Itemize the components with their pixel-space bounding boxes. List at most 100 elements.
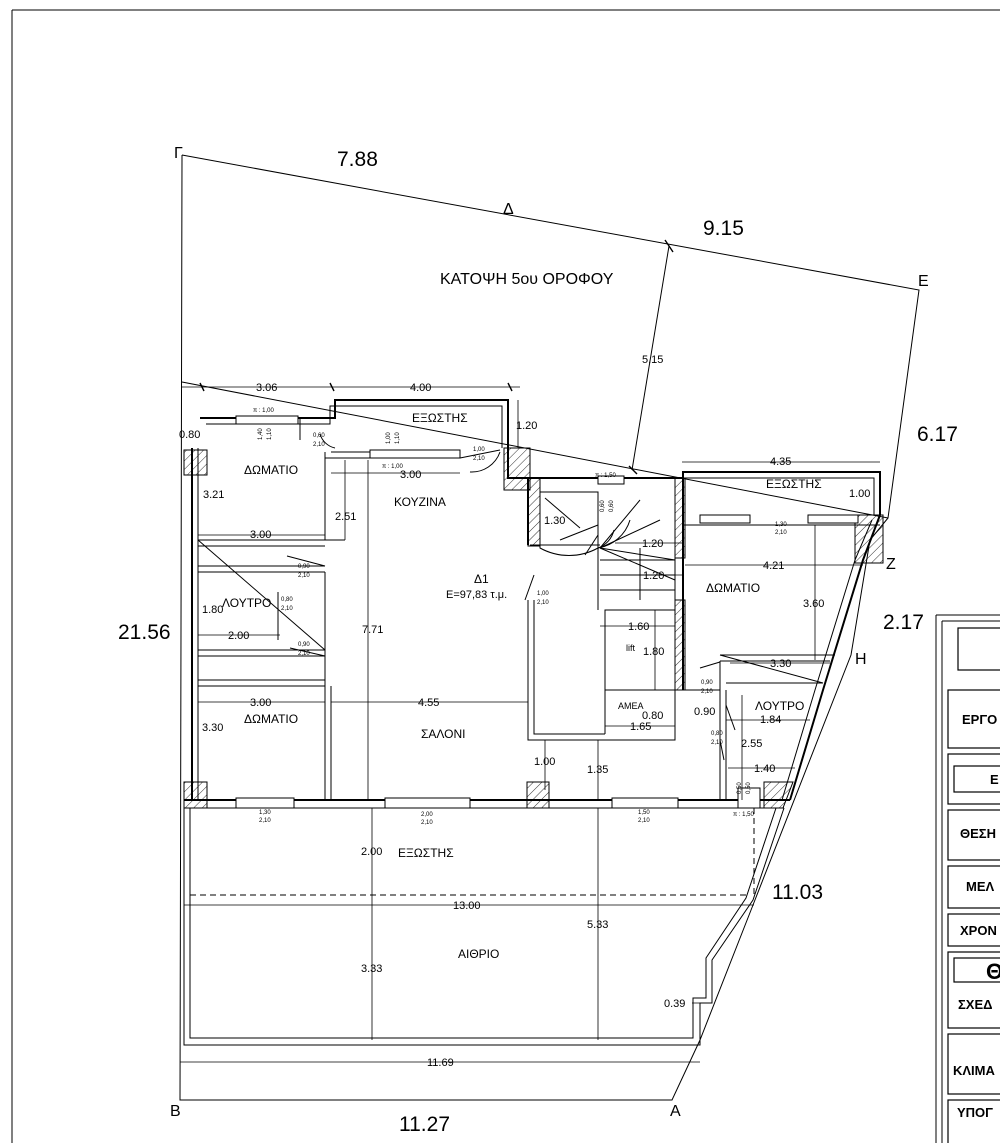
dim-label: 3.30: [202, 722, 223, 734]
opening-label: 1,10: [395, 432, 401, 444]
dim-label: 13.00: [453, 900, 481, 912]
plan-title: ΚΑΤΟΨΗ 5ου ΟΡΟΦΟΥ: [440, 271, 614, 288]
room-balcony-bottom: ΕΞΩΣΤΗΣ: [398, 846, 454, 860]
opening-label: 2,10: [701, 689, 713, 695]
dim-label: 0.90: [694, 706, 715, 718]
setback-dim: 5.15: [642, 354, 663, 366]
dim-label: 1.40: [754, 763, 775, 775]
dim-label: 3.60: [803, 598, 824, 610]
opening-label: 1,30: [259, 810, 271, 816]
room-amea: ΑΜΕΑ: [618, 701, 644, 711]
opening-label: 2,10: [473, 456, 485, 462]
vertex-delta: Δ: [503, 201, 514, 218]
opening-label: 0,50: [746, 782, 752, 794]
dim-label: 1.20: [642, 538, 663, 550]
dim-label: 3.30: [770, 658, 791, 670]
dim-label: 1.65: [630, 721, 651, 733]
vertex-alpha: Α: [670, 1103, 681, 1120]
opening-label: π : 1,50: [733, 812, 754, 818]
dim-label: 2.00: [361, 846, 382, 858]
opening-label: 1,30: [775, 522, 787, 528]
opening-label: 2,10: [281, 606, 293, 612]
dim-label: 3.33: [361, 963, 382, 975]
dim-label: 2.00: [228, 630, 249, 642]
vertex-beta: Β: [170, 1103, 181, 1120]
dim-label: 4.00: [410, 382, 431, 394]
dim-label: 11.69: [427, 1057, 454, 1069]
dim-label: 0.80: [179, 429, 200, 441]
room-bathroom-left: ΛΟΥΤΡΟ: [222, 596, 271, 610]
title-block: ΕΡΓΟ Ε ΘΕΣΗ ΜΕΛ ΧΡΟΝ Θ ΣΧΕΔ ΚΛΙΜΑ ΥΠΟΓ: [935, 614, 1000, 1143]
dim-label: 1.30: [544, 515, 565, 527]
building-line: [181, 381, 889, 519]
opening-label: 2,10: [259, 818, 271, 824]
opening-label: 2,10: [711, 740, 723, 746]
dim-label: 3.00: [250, 529, 271, 541]
setback-line: [631, 245, 670, 471]
unit-name: Δ1: [474, 572, 489, 586]
opening-label: π : 1,00: [253, 408, 274, 414]
dimension-labels: 3.06 4.00 0.80 1.20 3.21 3.00 2.51 3.00 …: [179, 382, 870, 1069]
opening-label: 2,10: [298, 651, 310, 657]
opening-label: 2,10: [298, 573, 310, 579]
openings: [235, 415, 859, 809]
dim-label: 1.80: [643, 646, 664, 658]
room-kitchen: ΚΟΥΖΙΝΑ: [394, 495, 446, 509]
unit-area: Ε=97,83 τ.μ.: [446, 589, 507, 601]
opening-label: 2,10: [421, 820, 433, 826]
plot-dim-eta-alpha: 11.03: [772, 881, 823, 904]
opening-label: 0,80: [711, 731, 723, 737]
interior-walls: [197, 451, 880, 800]
columns: [183, 447, 884, 809]
title-block-row: ΥΠΟΓ: [957, 1105, 993, 1120]
opening-label: 0,90: [701, 680, 713, 686]
dim-label: 4.55: [418, 697, 439, 709]
dim-label: 4.21: [763, 560, 784, 572]
opening-label: 1,00: [537, 591, 549, 597]
balcony-atrium-outline: [183, 807, 785, 1046]
plot-boundary: [179, 154, 920, 1101]
opening-label: 1,00: [386, 432, 392, 444]
dim-label: 1.00: [534, 756, 555, 768]
opening-label: π : 1,00: [382, 464, 403, 470]
title-block-row: Θ: [986, 959, 1000, 984]
dim-label: 1.00: [849, 488, 870, 500]
opening-label: 0,90: [298, 642, 310, 648]
vertex-gamma: Γ: [174, 145, 183, 162]
title-block-row: ΣΧΕΔ: [958, 997, 993, 1012]
vertex-eta: Η: [855, 651, 867, 668]
plot-dim-alpha-beta: 11.27: [399, 1113, 450, 1136]
opening-labels: π : 1,00 1,40 1,10 0,60 2,10 π : 1,00 1,…: [253, 408, 787, 826]
title-block-row: ΘΕΣΗ: [960, 826, 996, 841]
vertex-epsilon: Ε: [918, 273, 929, 290]
opening-label: 0,60: [600, 500, 606, 512]
dim-label: 5.33: [587, 919, 608, 931]
opening-label: 1,00: [473, 447, 485, 453]
plot-dim-gamma-delta: 7.88: [337, 148, 378, 171]
dim-label: 1.20: [516, 420, 537, 432]
dim-label: 1.84: [760, 714, 781, 726]
title-block-row: ΕΡΓΟ: [962, 712, 997, 727]
room-lift: lift: [626, 643, 635, 653]
title-block-row: ΜΕΛ: [966, 879, 995, 894]
dim-label: 7.71: [362, 624, 383, 636]
dim-label: 2.51: [335, 511, 356, 523]
room-bedroom-top: ΔΩΜΑΤΙΟ: [244, 463, 298, 477]
opening-label: 2,00: [421, 812, 433, 818]
dim-label: 1.60: [628, 621, 649, 633]
dim-label: 2.55: [741, 738, 762, 750]
room-atrium: ΑΙΘΡΙΟ: [458, 947, 499, 961]
plot-dim-beta-gamma: 21.56: [118, 621, 171, 644]
opening-label: 2,10: [638, 818, 650, 824]
vertex-zeta: Ζ: [886, 556, 896, 573]
dimension-lines: [180, 382, 880, 1063]
plot-dim-delta-epsilon: 9.15: [703, 217, 744, 240]
dim-label: 1.80: [202, 604, 223, 616]
opening-label: 0,60: [609, 500, 615, 512]
dim-label: 3.06: [256, 382, 277, 394]
opening-label: 2,10: [313, 442, 325, 448]
dim-label: 0.80: [642, 710, 663, 722]
opening-label: 2,10: [775, 530, 787, 536]
dim-label: 3.00: [400, 469, 421, 481]
